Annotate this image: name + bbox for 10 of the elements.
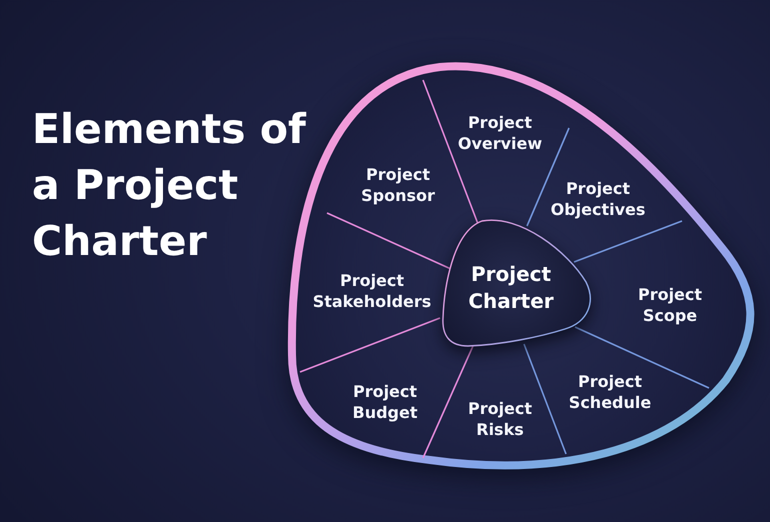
segment-label: Project Schedule <box>568 371 652 413</box>
segment-label: Project Sponsor <box>361 164 435 206</box>
segment-label: Project Stakeholders <box>312 270 432 312</box>
hub-label: Project Charter <box>468 261 554 315</box>
segment-label: Project Overview <box>458 112 542 154</box>
title: Elements of a Project Charter <box>32 104 308 267</box>
segment-label: Project Risks <box>468 398 532 440</box>
segment-label: Project Objectives <box>550 178 646 220</box>
segment-label: Project Scope <box>638 284 702 326</box>
segment-label: Project Budget <box>352 381 418 423</box>
